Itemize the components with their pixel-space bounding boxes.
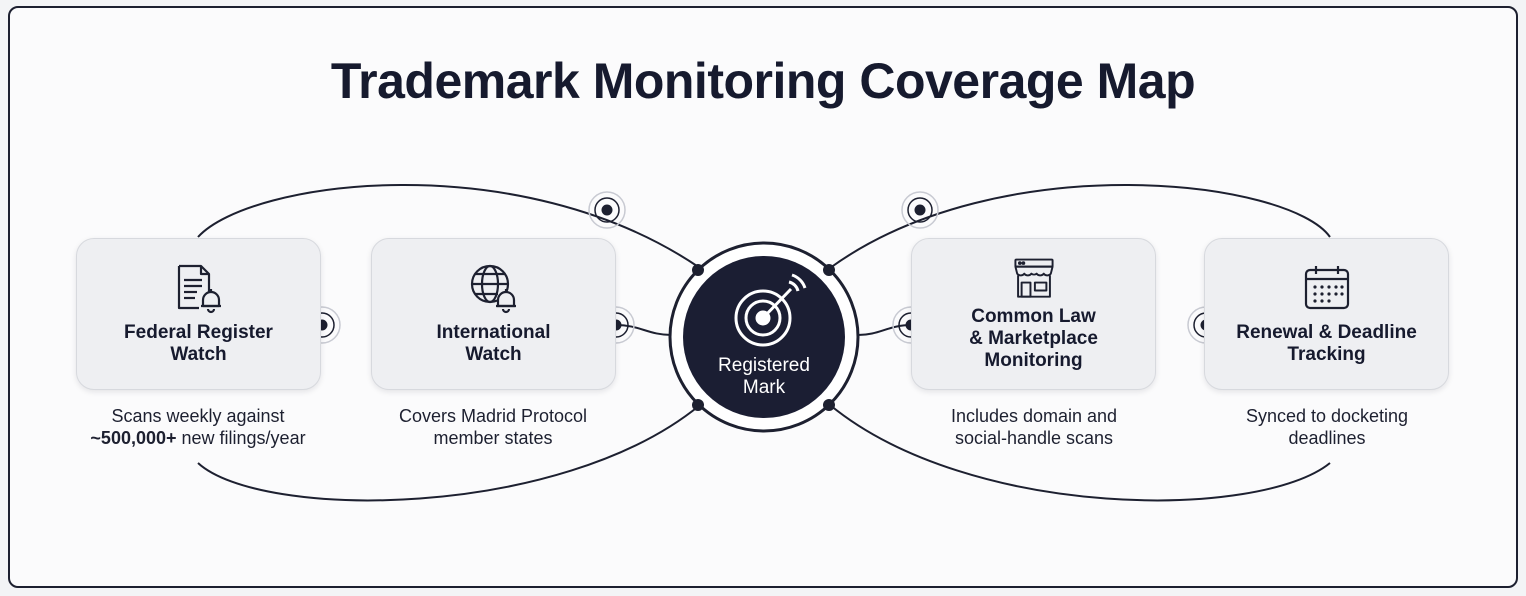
connector-international <box>615 324 673 336</box>
card-international-watch[interactable]: International Watch <box>371 238 616 390</box>
hub-anchor-dot <box>823 264 835 276</box>
page-title: Trademark Monitoring Coverage Map <box>330 53 1196 109</box>
left-orbit-line <box>197 184 701 269</box>
hub-anchor-dot <box>692 399 704 411</box>
signal-node-top-right <box>901 191 939 229</box>
right-orbit-line <box>829 184 1331 269</box>
globe-bell-icon <box>470 264 516 314</box>
desc-international: Covers Madrid Protocol member states <box>398 406 588 448</box>
connector-common-law <box>857 324 913 336</box>
card-common-law-monitoring[interactable]: Common Law & Marketplace Monitoring <box>911 238 1156 390</box>
card-label: International Watch <box>436 322 551 365</box>
hub-anchor-dot <box>692 264 704 276</box>
card-label: Common Law & Marketplace Monitoring <box>969 306 1098 371</box>
signal-node-top-left <box>588 191 626 229</box>
radar-target-icon <box>734 273 807 347</box>
document-bell-icon <box>177 264 221 314</box>
hub-label: Registered Mark <box>718 355 810 398</box>
card-label: Renewal & Deadline Tracking <box>1236 322 1417 365</box>
desc-federal: Scans weekly against ~500,000+ new filin… <box>58 405 338 449</box>
left-orbit-line-lower <box>197 404 701 502</box>
desc-common-law: Includes domain and social-handle scans <box>950 406 1118 448</box>
calendar-icon <box>1304 266 1349 310</box>
desc-renewal: Synced to docketing deadlines <box>1245 406 1409 448</box>
desc-highlight: ~500,000+ <box>90 428 177 448</box>
desc-line: new filings/year <box>176 428 306 448</box>
card-label: Federal Register Watch <box>124 322 273 365</box>
desc-line: Scans weekly against <box>111 406 285 426</box>
hub-core <box>683 256 845 418</box>
storefront-icon <box>1013 258 1054 298</box>
card-renewal-deadline-tracking[interactable]: Renewal & Deadline Tracking <box>1204 238 1449 390</box>
card-federal-register-watch[interactable]: Federal Register Watch <box>76 238 321 390</box>
right-orbit-line-lower <box>829 404 1331 502</box>
hub-anchor-dot <box>823 399 835 411</box>
